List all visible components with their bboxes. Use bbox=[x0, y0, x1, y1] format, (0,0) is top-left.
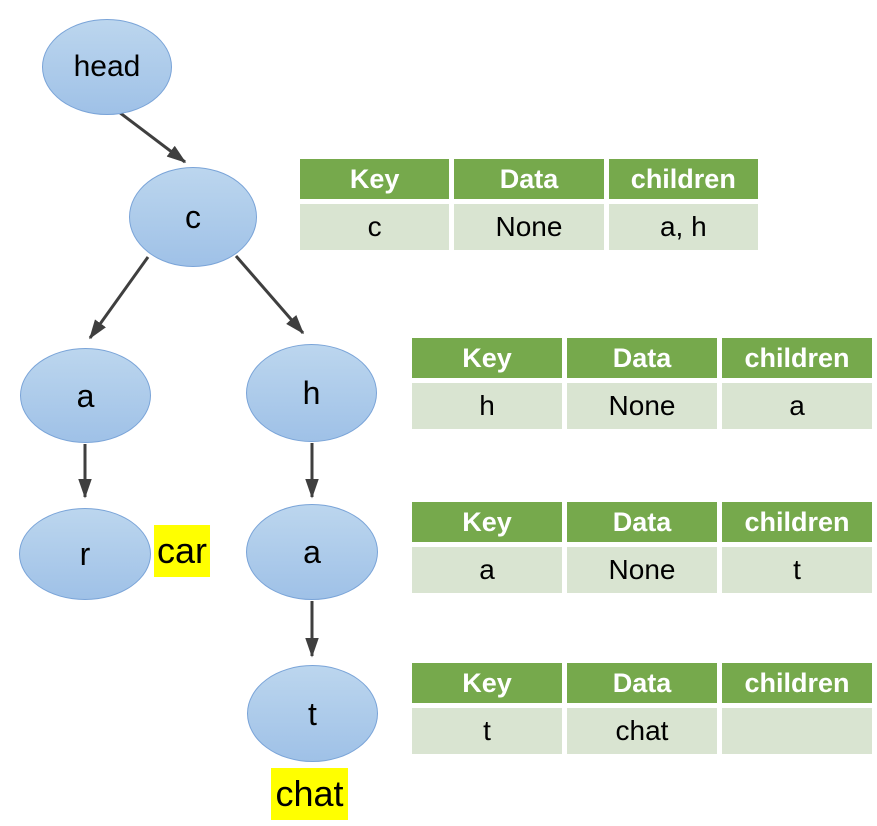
table-data-cell: a, h bbox=[608, 204, 758, 250]
table-data-cell: h bbox=[412, 383, 562, 429]
node-r: r bbox=[19, 508, 151, 600]
table-header-cell: children bbox=[608, 159, 758, 199]
table-header-cell: Data bbox=[567, 663, 717, 703]
table-header-cell: Data bbox=[454, 159, 604, 199]
table-data-cell: None bbox=[567, 547, 717, 593]
table-header-cell: Key bbox=[412, 502, 562, 542]
table-data-cell: c bbox=[300, 204, 450, 250]
table-header-cell: Key bbox=[300, 159, 450, 199]
table-data-cell: t bbox=[412, 708, 562, 754]
node-c-label: c bbox=[185, 199, 201, 235]
table-header-cell: Key bbox=[412, 338, 562, 378]
table-header-cell: children bbox=[722, 663, 872, 703]
table-data-cell: None bbox=[567, 383, 717, 429]
node-t: t bbox=[247, 665, 378, 762]
node-h: h bbox=[246, 344, 377, 442]
table-header-cell: children bbox=[722, 338, 872, 378]
table-header-cell: Data bbox=[567, 338, 717, 378]
table-node-h: Key Data children h None a bbox=[412, 338, 872, 429]
edge-c-h bbox=[234, 255, 305, 335]
table-node-a: Key Data children a None t bbox=[412, 502, 872, 593]
word-highlight-car: car bbox=[154, 525, 210, 577]
node-c: c bbox=[129, 167, 257, 267]
table-data-cell: a bbox=[722, 383, 872, 429]
node-a-right-label: a bbox=[303, 534, 321, 570]
table-node-c: Key Data children c None a, h bbox=[300, 159, 758, 250]
edge-c-a bbox=[88, 256, 150, 340]
node-head: head bbox=[42, 19, 172, 115]
edge-head-c bbox=[114, 107, 187, 164]
node-a-left-label: a bbox=[76, 377, 95, 414]
table-header-cell: children bbox=[722, 502, 872, 542]
node-a-left: a bbox=[20, 348, 151, 443]
table-data-cell: chat bbox=[567, 708, 717, 754]
table-header-cell: Key bbox=[412, 663, 562, 703]
word-highlight-chat: chat bbox=[271, 768, 348, 820]
table-data-cell: t bbox=[722, 547, 872, 593]
table-node-t: Key Data children t chat bbox=[412, 663, 872, 754]
node-t-label: t bbox=[308, 695, 317, 732]
node-head-label: head bbox=[73, 50, 141, 83]
table-data-cell bbox=[722, 708, 872, 754]
table-data-cell: a bbox=[412, 547, 562, 593]
node-r-label: r bbox=[79, 536, 91, 572]
node-a-right: a bbox=[246, 504, 378, 600]
node-h-label: h bbox=[302, 375, 321, 411]
table-data-cell: None bbox=[454, 204, 604, 250]
table-header-cell: Data bbox=[567, 502, 717, 542]
